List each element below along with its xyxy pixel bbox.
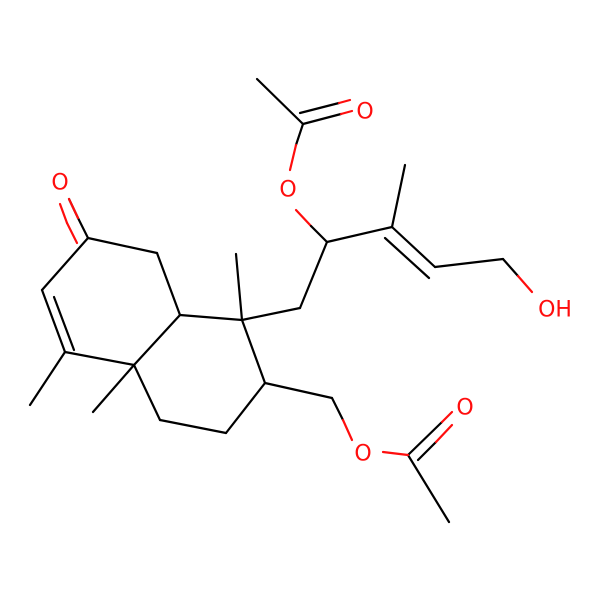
bond xyxy=(298,240,329,310)
bond xyxy=(63,350,136,367)
atom-labels: O O O OH O O xyxy=(51,100,572,467)
bond xyxy=(178,313,244,322)
bond xyxy=(440,410,454,424)
bond xyxy=(86,236,159,255)
bond xyxy=(434,423,454,444)
bond xyxy=(91,363,136,414)
atom-label-ester2-carbonyl-oxygen: O xyxy=(456,396,473,421)
bond xyxy=(339,109,354,116)
bond xyxy=(390,225,437,269)
bond xyxy=(288,143,298,172)
bond xyxy=(309,224,329,244)
atom-label-hydroxyl: OH xyxy=(538,298,572,323)
bond xyxy=(263,381,334,400)
bond xyxy=(516,274,534,294)
bond xyxy=(406,420,444,457)
bond xyxy=(416,440,438,462)
heteroatom-bonds xyxy=(58,98,534,462)
bond xyxy=(406,453,451,524)
bond xyxy=(132,313,182,367)
bond xyxy=(337,98,352,105)
bond xyxy=(76,216,90,240)
bond xyxy=(325,225,394,244)
bond xyxy=(240,318,267,385)
bond xyxy=(58,202,69,225)
bond xyxy=(330,396,345,422)
bond xyxy=(234,252,244,322)
atom-label-ester1-ether-oxygen: O xyxy=(279,178,296,203)
bond xyxy=(158,418,228,435)
bond xyxy=(40,236,90,292)
bond xyxy=(155,251,182,317)
atom-label-ester2-ether-oxygen: O xyxy=(354,442,371,467)
bond xyxy=(240,306,302,322)
bond xyxy=(294,208,313,228)
bond xyxy=(65,221,79,245)
bond xyxy=(390,163,407,229)
bond xyxy=(28,350,67,407)
bond xyxy=(383,236,431,280)
bond xyxy=(501,257,520,278)
bond xyxy=(301,112,343,126)
atom-label-ketone-oxygen: O xyxy=(51,171,68,196)
bond xyxy=(298,101,341,115)
bond xyxy=(255,77,305,126)
bond xyxy=(132,363,162,422)
carbon-skeleton-bonds xyxy=(28,77,505,524)
bond xyxy=(224,381,267,435)
bond xyxy=(341,418,354,442)
bond xyxy=(433,257,505,269)
bond xyxy=(52,295,76,352)
bond xyxy=(381,450,410,457)
bond xyxy=(294,122,305,147)
bond xyxy=(40,288,67,354)
atom-label-ester1-carbonyl-oxygen: O xyxy=(356,100,373,125)
bond xyxy=(67,197,80,220)
